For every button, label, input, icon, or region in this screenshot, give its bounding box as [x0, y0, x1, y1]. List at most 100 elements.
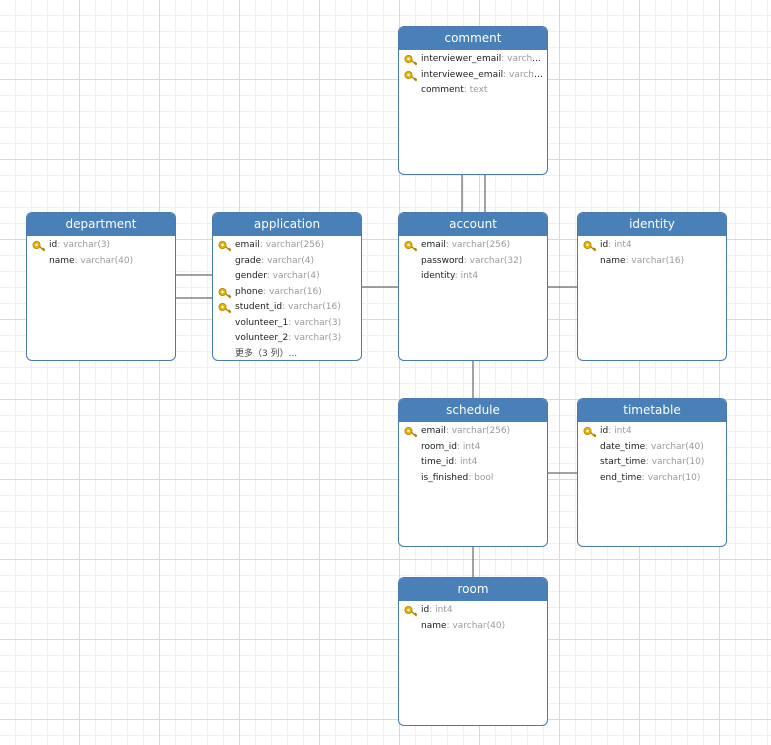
table-timetable[interactable]: timetable id: int4 date_time: varchar(40…	[577, 398, 727, 547]
table-title: timetable	[578, 399, 726, 422]
field-type: : bool	[468, 472, 494, 483]
primary-key-icon	[218, 287, 232, 299]
field-type: : varchar(32)	[463, 255, 523, 266]
field-row[interactable]: name: varchar(40)	[399, 619, 547, 635]
field-name: date_time	[600, 441, 646, 452]
primary-key-icon	[404, 55, 418, 66]
field-row[interactable]: name: varchar(40)	[27, 254, 175, 270]
field-type: : varchar(16)	[625, 255, 685, 266]
field-type: : int4	[457, 441, 481, 452]
table-identity[interactable]: identity id: int4 name: varchar(16)	[577, 212, 727, 361]
primary-key-icon	[404, 606, 418, 617]
field-name: student_id	[235, 302, 283, 312]
field-row[interactable]: id: varchar(3)	[27, 238, 175, 254]
table-title: account	[399, 213, 547, 236]
field-row[interactable]: interviewer_email: varchar...	[399, 52, 547, 68]
field-row[interactable]: id: int4	[578, 424, 726, 440]
field-row[interactable]: email: varchar(256)	[399, 238, 547, 254]
field-row[interactable]: id: int4	[399, 603, 547, 619]
table-schedule[interactable]: schedule email: varchar(256) room_id: in…	[398, 398, 548, 547]
field-name: end_time	[600, 472, 642, 483]
table-department[interactable]: department id: varchar(3) name: varchar(…	[26, 212, 176, 361]
table-title: identity	[578, 213, 726, 236]
table-room[interactable]: room id: int4 name: varchar(40)	[398, 577, 548, 726]
field-row[interactable]: date_time: varchar(40)	[578, 440, 726, 456]
field-type: : varchar(3)	[57, 240, 111, 250]
field-name: id	[600, 240, 609, 250]
field-type: : varchar(4)	[261, 255, 315, 266]
field-row[interactable]: grade: varchar(4)	[213, 254, 361, 270]
field-name: identity	[421, 271, 455, 281]
primary-key-icon	[218, 241, 232, 252]
field-row[interactable]: phone: varchar(16)	[213, 285, 361, 301]
field-name: name	[600, 255, 626, 266]
table-title: comment	[399, 27, 547, 50]
field-name: id	[421, 605, 430, 615]
field-name: gender	[235, 271, 267, 281]
primary-key-icon	[583, 427, 597, 438]
field-type: : varchar(256)	[445, 426, 511, 436]
more-columns-link[interactable]: 更多（3 列）...	[213, 347, 361, 361]
primary-key-icon	[583, 241, 597, 252]
table-comment[interactable]: comment interviewer_email: varchar... in…	[398, 26, 548, 175]
field-name: id	[49, 240, 58, 250]
field-row[interactable]: name: varchar(16)	[578, 254, 726, 270]
field-row[interactable]: password: varchar(32)	[399, 254, 547, 270]
field-type: : varchar(16)	[263, 286, 322, 297]
field-name: name	[49, 255, 75, 266]
field-row[interactable]: is_finished: bool	[399, 471, 547, 487]
field-type: : varchar(16)	[282, 302, 341, 312]
table-account[interactable]: account email: varchar(256) password: va…	[398, 212, 548, 361]
table-title: schedule	[399, 399, 547, 422]
field-row[interactable]: student_id: varchar(16)	[213, 300, 361, 316]
table-title: room	[399, 578, 547, 601]
field-type: : varchar(40)	[74, 255, 134, 266]
field-name: start_time	[600, 457, 646, 467]
field-row[interactable]: volunteer_1: varchar(3)	[213, 316, 361, 332]
field-row[interactable]: end_time: varchar(10)	[578, 471, 726, 487]
field-row[interactable]: volunteer_2: varchar(3)	[213, 331, 361, 347]
field-name: password	[421, 255, 464, 266]
field-type: : varchar(256)	[259, 240, 325, 250]
table-title: department	[27, 213, 175, 236]
field-type: : varchar...	[503, 69, 547, 80]
primary-key-icon	[218, 303, 232, 314]
field-row[interactable]: gender: varchar(4)	[213, 269, 361, 285]
field-name: volunteer_2	[235, 333, 289, 343]
primary-key-icon	[32, 241, 46, 252]
field-type: : varchar(40)	[446, 620, 506, 631]
field-type: : int4	[608, 240, 632, 250]
field-type: : int4	[454, 457, 478, 467]
field-type: : varchar(4)	[266, 271, 320, 281]
field-name: is_finished	[421, 472, 469, 483]
field-row[interactable]: interviewee_email: varchar...	[399, 68, 547, 84]
field-row[interactable]: time_id: int4	[399, 455, 547, 471]
field-name: interviewee_email	[421, 69, 504, 80]
field-type: : varchar(3)	[288, 317, 342, 328]
field-name: volunteer_1	[235, 317, 289, 328]
field-row[interactable]: email: varchar(256)	[213, 238, 361, 254]
field-row[interactable]: identity: int4	[399, 269, 547, 285]
field-name: room_id	[421, 441, 457, 452]
primary-key-icon	[404, 427, 418, 438]
field-name: email	[421, 426, 446, 436]
field-row[interactable]: comment: text	[399, 83, 547, 99]
field-row[interactable]: room_id: int4	[399, 440, 547, 456]
field-name: interviewer_email	[421, 54, 502, 64]
field-name: id	[600, 426, 609, 436]
field-row[interactable]: start_time: varchar(10)	[578, 455, 726, 471]
field-type: : varchar(40)	[645, 441, 704, 452]
field-type: : int4	[608, 426, 632, 436]
field-type: : varchar(256)	[445, 240, 511, 250]
table-application[interactable]: application email: varchar(256) grade: v…	[212, 212, 362, 361]
field-type: : int4	[429, 605, 453, 615]
primary-key-icon	[404, 241, 418, 252]
field-type: : varchar(10)	[641, 472, 701, 483]
field-type: : varchar...	[501, 54, 547, 64]
field-type: : varchar(10)	[645, 457, 705, 467]
field-row[interactable]: id: int4	[578, 238, 726, 254]
field-type: : text	[463, 85, 488, 95]
field-row[interactable]: email: varchar(256)	[399, 424, 547, 440]
field-name: comment	[421, 85, 464, 95]
